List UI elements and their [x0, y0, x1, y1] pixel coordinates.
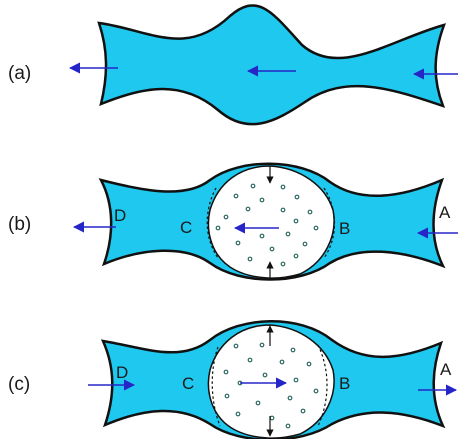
interface-c-c	[211, 346, 221, 427]
flow-tube-a	[97, 4, 447, 126]
particles-b	[215, 183, 319, 267]
point-c-c: C	[182, 374, 194, 393]
point-c-b: C	[180, 218, 192, 237]
panel-b: (b) D C B A	[8, 162, 458, 281]
panel-c-label: (c)	[8, 374, 30, 395]
interface-c-b	[206, 187, 219, 259]
bubble-b	[207, 165, 335, 279]
point-a-c: A	[440, 360, 452, 379]
panel-a-label: (a)	[8, 63, 31, 84]
point-d-b: D	[114, 206, 126, 225]
point-b-c: B	[339, 374, 350, 393]
panel-c: (c) D C B A	[8, 320, 458, 441]
particles-c	[223, 342, 319, 429]
interface-b-b	[323, 187, 335, 259]
point-d-c: D	[116, 363, 128, 382]
panel-a: (a)	[8, 4, 458, 126]
point-a-b: A	[439, 203, 451, 222]
point-b-b: B	[339, 219, 350, 238]
interface-b-c	[317, 344, 328, 427]
panel-b-label: (b)	[8, 214, 31, 235]
